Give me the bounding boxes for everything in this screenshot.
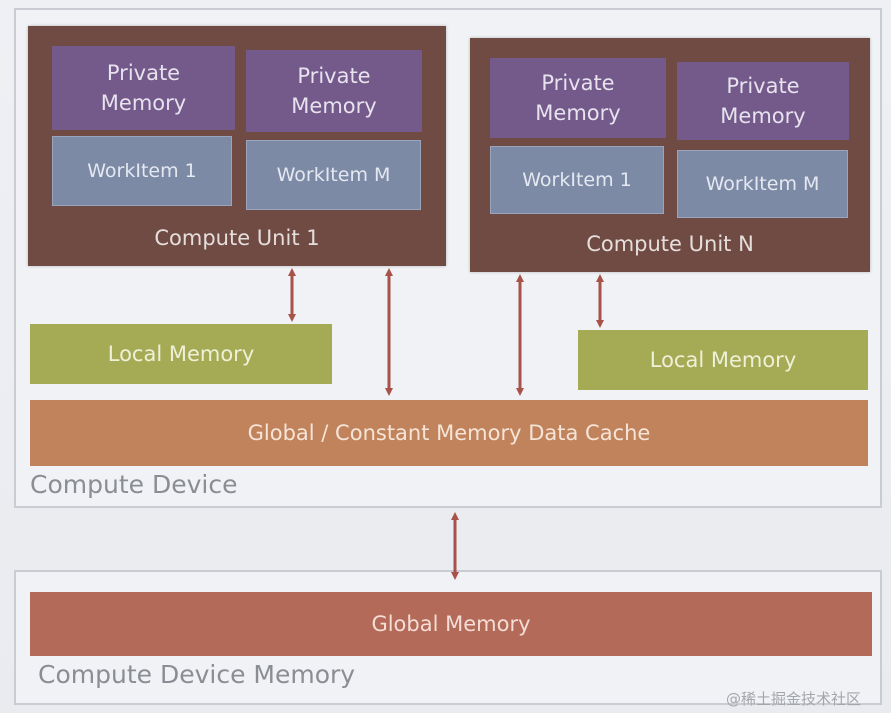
- compute-unit-1-label: Compute Unit 1: [154, 226, 320, 250]
- local-memory-cu1: Local Memory: [30, 324, 332, 384]
- compute-device-memory-label: Compute Device Memory: [38, 660, 356, 689]
- private-memory-cu1-a: Private Memory: [52, 46, 235, 130]
- watermark: @稀土掘金技术社区: [726, 690, 862, 708]
- work-item-cu1-last: WorkItem M: [246, 140, 421, 210]
- work-item-cun-last: WorkItem M: [677, 150, 848, 218]
- work-item-cu1-first: WorkItem 1: [52, 136, 232, 206]
- compute-unit-n-label: Compute Unit N: [586, 232, 754, 256]
- private-memory-cu1-b: Private Memory: [246, 50, 422, 132]
- work-item-cun-first: WorkItem 1: [490, 146, 664, 214]
- global-memory: Global Memory: [30, 592, 872, 656]
- compute-device-label: Compute Device: [30, 470, 238, 499]
- global-constant-memory-data-cache: Global / Constant Memory Data Cache: [30, 400, 868, 466]
- local-memory-cun: Local Memory: [578, 330, 868, 390]
- private-memory-cun-a: Private Memory: [490, 58, 666, 138]
- private-memory-cun-b: Private Memory: [677, 62, 849, 140]
